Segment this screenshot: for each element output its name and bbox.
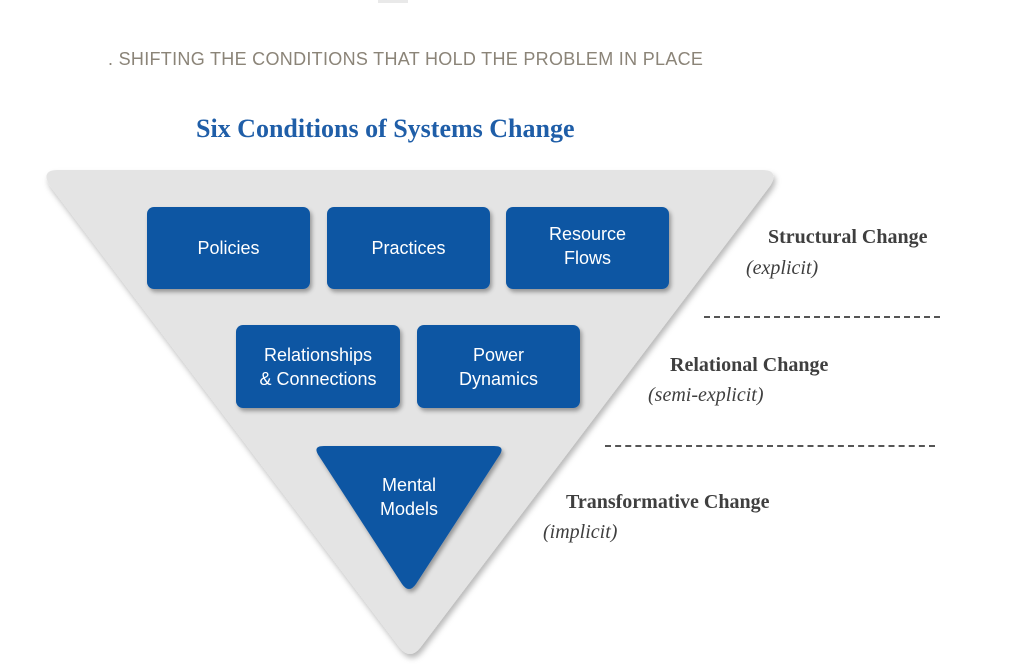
structural-change-subtitle: (explicit) [746,257,819,279]
structural-divider [704,316,940,318]
practices-box [327,207,490,289]
power-dynamics-label: Power Dynamics [458,344,538,389]
resource-flows-label: Resource Flows [548,224,627,268]
structural-change-title: Structural Change [768,226,928,248]
policies-label: Policies [197,238,260,258]
section-header: . SHIFTING THE CONDITIONS THAT HOLD THE … [108,49,704,69]
relational-change-subtitle: (semi-explicit) [648,384,764,406]
mental-models-label: Mental Models [379,475,439,519]
relationships-label: Relationships & Connections [259,344,377,389]
mental-models-triangle [316,446,502,589]
relational-divider [605,445,935,447]
transformative-change-subtitle: (implicit) [543,521,618,543]
power-dynamics-box [417,325,580,408]
inverted-pyramid [46,170,774,654]
relationships-box [236,325,400,408]
practices-label: Practices [371,238,446,258]
diagram-title: Six Conditions of Systems Change [196,114,575,143]
policies-box [147,207,310,289]
resource-flows-box [506,207,669,289]
relational-change-title: Relational Change [670,354,829,376]
transformative-change-title: Transformative Change [566,491,770,513]
top-rule [378,0,408,3]
